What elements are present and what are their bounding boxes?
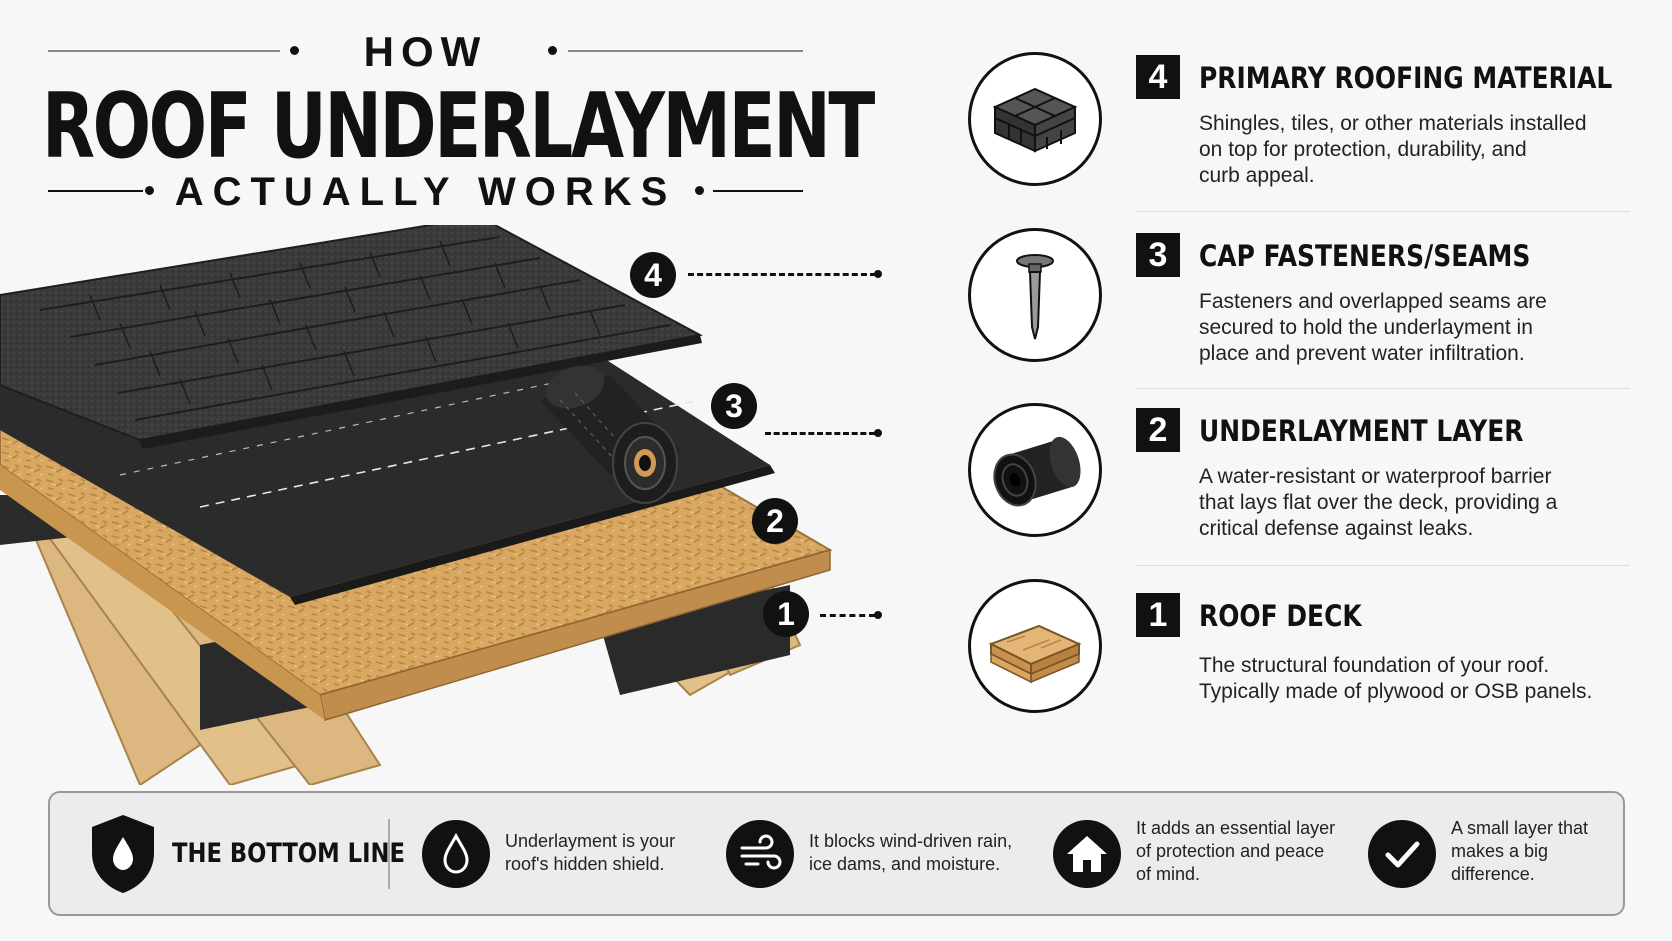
title-subtitle-row: ACTUALLY WORKS [48,168,803,214]
text-line: Underlayment is your [505,831,676,851]
description-line: secured to hold the underlayment in [1199,316,1533,339]
layer-heading: ROOF DECK [1199,599,1362,633]
leader-line-1 [820,614,875,617]
diagram-badge-3: 3 [711,383,757,429]
layer-heading: CAP FASTENERS/SEAMS [1199,239,1531,273]
shingles-icon [968,52,1102,186]
shingle-layer [0,215,703,449]
layer-number: 3 [1136,233,1180,277]
diagram-badge-2: 2 [752,498,798,544]
underlayment-roll [540,365,680,504]
layer-separator [1136,388,1630,389]
wind-icon [726,820,794,888]
roll-icon [968,403,1102,537]
text-line: makes a big [1451,841,1549,861]
bottom-line-text: A small layer that makes a big differenc… [1451,817,1588,886]
text-line: It adds an essential layer [1136,818,1336,838]
layer-description: The structural foundation of your roof. … [1199,653,1609,705]
bottom-line-divider [388,819,390,889]
description-line: curb appeal. [1199,164,1315,187]
title-rule-left [48,50,280,52]
text-line: ice dams, and moisture. [809,854,1001,874]
leader-line-4 [688,273,876,276]
description-line: Typically made of plywood or OSB panels. [1199,680,1593,703]
bottom-line-text: It adds an essential layer of protection… [1136,817,1335,886]
layer-separator [1136,211,1630,212]
plywood-icon [968,579,1102,713]
shield-icon [92,815,154,893]
text-line: roof's hidden shield. [505,854,665,874]
diagram-badge-4: 4 [630,252,676,298]
bottom-line-panel: THE BOTTOM LINE Underlayment is your roo… [48,791,1625,916]
title-how: HOW [363,28,488,75]
title-rule-right [568,50,803,52]
description-line: place and prevent water infiltration. [1199,342,1525,365]
text-line: of mind. [1136,864,1201,884]
subtitle-rule-right [713,190,803,192]
roof-layers-drawing [0,215,833,787]
roof-cross-section-illustration: 4 3 2 1 [0,215,882,787]
house-icon [1053,820,1121,888]
description-line: critical defense against leaks. [1199,517,1474,540]
leader-dot-1 [874,611,882,619]
water-drop-icon [422,820,490,888]
page-subtitle: ACTUALLY WORKS [174,170,677,214]
text-line: A small layer that [1451,818,1589,838]
leader-line-3 [765,432,875,435]
leader-dot-3 [874,429,882,437]
layer-number: 4 [1136,55,1180,99]
leader-dot-4 [874,270,882,278]
subtitle-dot-right [695,186,704,195]
bottom-line-text: Underlayment is your roof's hidden shiel… [505,830,675,876]
diagram-badge-1: 1 [763,591,809,637]
layer-description: A water-resistant or waterproof barrier … [1199,464,1609,542]
subtitle-dot-left [145,186,154,195]
layer-number: 1 [1136,593,1180,637]
title-dot-left [290,46,299,55]
layer-description: Shingles, tiles, or other materials inst… [1199,111,1609,189]
bottom-line-title: THE BOTTOM LINE [172,838,405,869]
nail-icon [968,228,1102,362]
text-line: difference. [1451,864,1535,884]
layer-separator [1136,565,1630,566]
description-line: that lays flat over the deck, providing … [1199,491,1558,514]
layer-number: 2 [1136,408,1180,452]
description-line: A water-resistant or waterproof barrier [1199,465,1552,488]
layer-heading: UNDERLAYMENT LAYER [1199,414,1524,448]
layer-description: Fasteners and overlapped seams are secur… [1199,289,1609,367]
description-line: on top for protection, durability, and [1199,138,1527,161]
description-line: Fasteners and overlapped seams are [1199,290,1547,313]
description-line: The structural foundation of your roof. [1199,654,1550,677]
text-line: It blocks wind-driven rain, [809,831,1013,851]
subtitle-rule-left [48,190,143,192]
text-line: of protection and peace [1136,841,1325,861]
description-line: Shingles, tiles, or other materials inst… [1199,112,1587,135]
layer-heading: PRIMARY ROOFING MATERIAL [1199,61,1613,95]
title-dot-right [548,46,557,55]
bottom-line-text: It blocks wind-driven rain, ice dams, an… [809,830,1012,876]
checkmark-icon [1368,820,1436,888]
title-how-row: HOW [48,28,803,75]
page-title: ROOF UNDERLAYMENT [42,74,875,179]
